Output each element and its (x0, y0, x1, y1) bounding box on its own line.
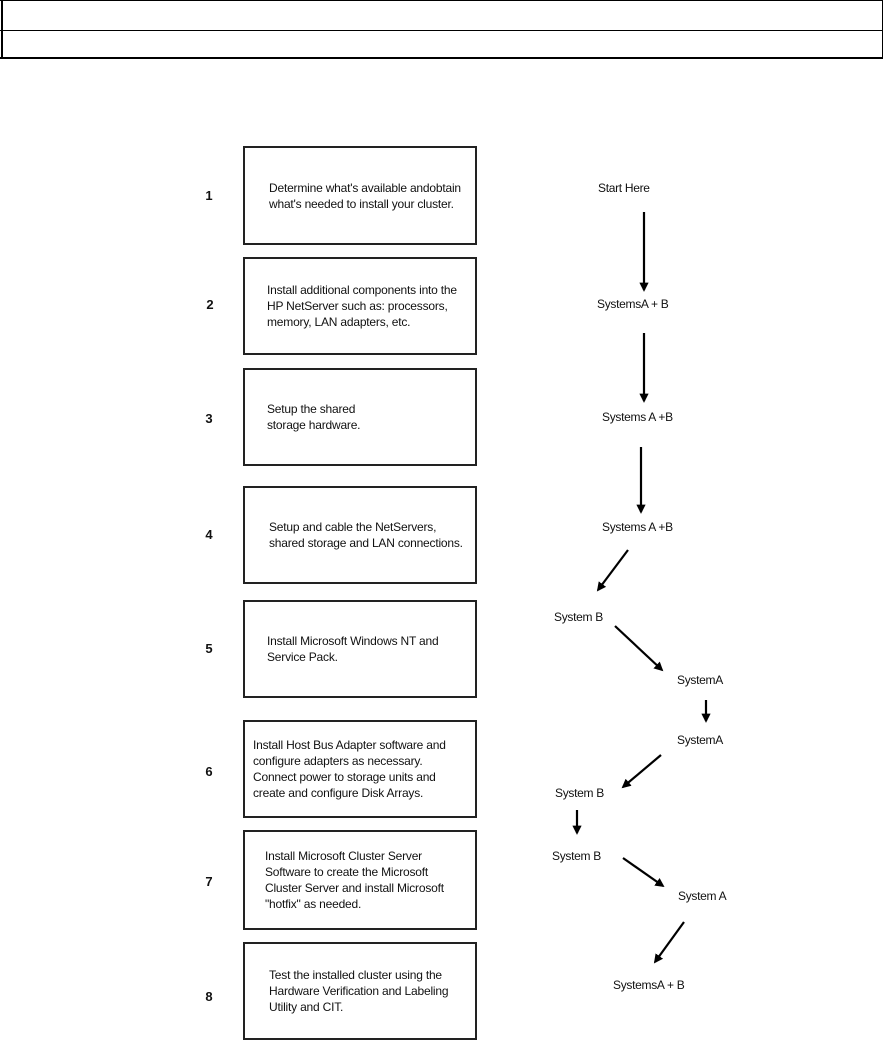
step-box-4: Setup and cable the NetServers, shared s… (243, 486, 477, 584)
step-box-5: Install Microsoft Windows NT and Service… (243, 600, 477, 698)
step-text-7: Install Microsoft Cluster Server Softwar… (265, 849, 444, 911)
step-box-1: Determine what's available andobtain wha… (243, 146, 477, 245)
step-text-1: Determine what's available andobtain wha… (269, 180, 461, 211)
step-box-8: Test the installed cluster using the Har… (243, 942, 477, 1040)
step-number-7: 7 (205, 874, 213, 889)
step-number-6: 6 (205, 764, 213, 779)
step-text-2: Install additional components into the H… (267, 283, 457, 329)
arrow-s5-to-s5b (614, 625, 664, 672)
label-system-a-5: SystemA (677, 673, 723, 687)
label-system-b-7: System B (552, 849, 601, 863)
step-text-6: Install Host Bus Adapter software and co… (253, 738, 446, 800)
header-right-border (882, 0, 883, 57)
step-number-2: 2 (206, 297, 214, 312)
step-box-3: Setup the shared storage hardware. (243, 368, 477, 466)
arrow-s7b-to-s8 (653, 921, 685, 964)
step-text-5: Install Microsoft Windows NT and Service… (267, 634, 439, 664)
label-systems-ab-2: SystemsA + B (597, 297, 669, 311)
step-number-5: 5 (205, 641, 213, 656)
label-start-here: Start Here (598, 181, 650, 195)
label-system-b-5: System B (554, 610, 603, 624)
step-text-8: Test the installed cluster using the Har… (269, 968, 449, 1014)
label-systems-ab-3: Systems A +B (602, 410, 673, 424)
arrow-s4-to-s5 (596, 549, 629, 592)
header-row-2 (0, 29, 883, 59)
step-number-3: 3 (205, 411, 213, 426)
step-number-4: 4 (205, 527, 213, 542)
step-box-6: Install Host Bus Adapter software and co… (243, 720, 477, 818)
label-system-a-7: System A (678, 889, 727, 903)
label-system-a-6: SystemA (677, 733, 723, 747)
step-text-3: Setup the shared storage hardware. (267, 402, 361, 432)
header-table (0, 0, 883, 59)
arrow-s7a-to-s7b (622, 857, 665, 888)
header-row-1 (0, 0, 883, 31)
label-system-b-6: System B (555, 786, 604, 800)
step-text-4: Setup and cable the NetServers, shared s… (269, 520, 463, 550)
header-left-border (1, 0, 3, 57)
step-number-1: 1 (205, 188, 213, 203)
step-box-7: Install Microsoft Cluster Server Softwar… (243, 830, 477, 930)
step-number-8: 8 (205, 989, 213, 1004)
arrow-s6a-to-s6b (621, 754, 662, 789)
label-systems-ab-4: Systems A +B (602, 520, 673, 534)
step-box-2: Install additional components into the H… (243, 257, 477, 355)
label-systems-ab-8: SystemsA + B (613, 978, 685, 992)
